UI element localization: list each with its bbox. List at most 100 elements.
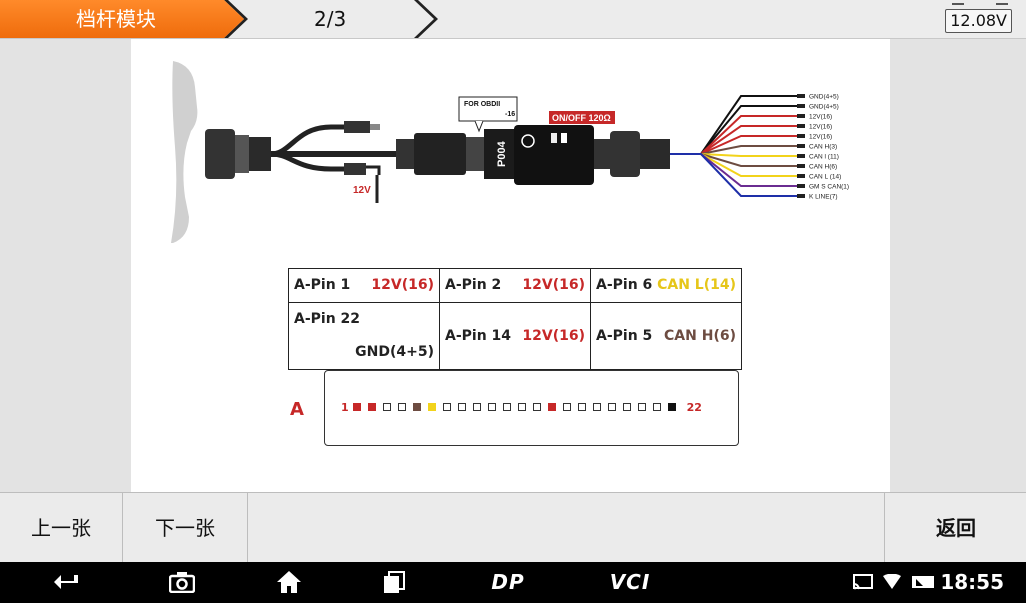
connector-letter: A xyxy=(290,399,304,420)
adapter-sublabel: -16 xyxy=(505,111,515,118)
pin-cell: A-Pin 22 GND(4+5) xyxy=(288,302,440,370)
wire-terminal-icon xyxy=(797,174,805,178)
page-indicator: 2/3 xyxy=(314,7,347,31)
connector-pin xyxy=(502,403,511,411)
connector-pin xyxy=(367,403,376,411)
home-icon[interactable] xyxy=(273,568,305,596)
recent-apps-icon[interactable] xyxy=(378,568,410,596)
battery-terminal-icon xyxy=(952,3,964,8)
wiring-diagram-page: 12V FOR OBDII -16 P004 ON/OFF 120Ω xyxy=(131,39,890,492)
tablet-edge-icon xyxy=(171,61,198,243)
pin-cell: A-Pin 1 12V(16) xyxy=(288,268,440,303)
connector-pin-row: 1 22 xyxy=(337,400,706,414)
connector-pin xyxy=(412,403,421,411)
wire-label: 12V(16) xyxy=(809,114,832,121)
back-arrow-icon[interactable] xyxy=(50,568,82,596)
connector-pin xyxy=(592,403,601,411)
connector-pin xyxy=(637,403,646,411)
connector-pin xyxy=(517,403,526,411)
connector-pinout: 1 22 xyxy=(324,370,739,446)
db-connector-icon xyxy=(235,135,249,173)
harness-wire xyxy=(670,153,797,187)
db-connector-icon xyxy=(205,129,235,179)
harness-wires xyxy=(670,94,805,198)
wire-terminal-icon xyxy=(797,134,805,138)
vci-button[interactable]: VCI xyxy=(609,570,651,594)
next-button[interactable]: 下一张 xyxy=(123,493,248,563)
connector-pin xyxy=(547,403,556,411)
pin-value: CAN L(14) xyxy=(657,277,736,293)
breadcrumb-title[interactable]: 档杆模块 xyxy=(0,0,244,38)
pin-start-number: 1 xyxy=(341,400,349,414)
pin-value: GND(4+5) xyxy=(355,344,434,360)
wire-terminal-icon xyxy=(797,184,805,188)
wire-terminal-icon xyxy=(797,104,805,108)
switch-badge xyxy=(549,111,615,124)
pin-name: A-Pin 14 xyxy=(445,327,512,344)
wire-label: K LINE(7) xyxy=(809,194,838,201)
cable-sleeve-icon xyxy=(396,139,414,169)
harness-wire xyxy=(670,153,797,197)
prev-button[interactable]: 上一张 xyxy=(0,493,123,563)
cable-diagram: 12V FOR OBDII -16 P004 ON/OFF 120Ω xyxy=(171,61,849,243)
usb-plug-icon xyxy=(344,121,370,133)
pin-slots xyxy=(352,403,683,411)
pin-name: A-Pin 22 xyxy=(294,311,361,327)
harness-wire xyxy=(670,145,797,155)
dp-button[interactable]: DP xyxy=(491,570,525,594)
clock: 18:55 xyxy=(940,570,1004,594)
connector-pin xyxy=(562,403,571,411)
wire-terminal-icon xyxy=(797,144,805,148)
pin-name: A-Pin 2 xyxy=(445,277,502,293)
wire-labels: GND(4+5) GND(4+5) 12V(16) 12V(16) 12V(16) CAN… xyxy=(809,94,849,201)
usb-cable-icon xyxy=(270,124,346,157)
wire-terminal-icon xyxy=(797,154,805,158)
pin-value: 12V(16) xyxy=(371,277,434,293)
action-bar: 上一张 下一张 返回 xyxy=(0,492,1026,563)
wire-label: CAN l (11) xyxy=(809,154,839,161)
harness-connector-icon xyxy=(610,131,640,177)
connector-pin xyxy=(652,403,661,411)
wire-label: GND(4+5) xyxy=(809,94,839,101)
wire-label: CAN H(6) xyxy=(809,164,837,171)
wifi-icon xyxy=(881,568,903,596)
obd-adapter-icon xyxy=(414,133,466,175)
wire-label: CAN H(3) xyxy=(809,144,837,151)
module-label: P004 xyxy=(496,140,508,167)
connector-pin xyxy=(472,403,481,411)
power-button-icon xyxy=(521,134,535,148)
connector-pin xyxy=(532,403,541,411)
title-bar: 档杆模块 2/3 12.08V xyxy=(0,0,1026,39)
wire-terminal-icon xyxy=(797,194,805,198)
pin-value: CAN H(6) xyxy=(664,327,736,344)
wire-label: 12V(16) xyxy=(809,134,832,141)
signal-icon xyxy=(910,568,936,596)
camera-icon[interactable] xyxy=(166,568,198,596)
wire-label: 12V(16) xyxy=(809,124,832,131)
back-button[interactable]: 返回 xyxy=(884,493,1026,563)
battery-terminal-icon xyxy=(996,3,1008,8)
connector-pin xyxy=(382,403,391,411)
db-connector-icon xyxy=(594,139,610,169)
connector-pin xyxy=(442,403,451,411)
connector-pin xyxy=(457,403,466,411)
pin-name: A-Pin 6 xyxy=(596,277,653,293)
wire-terminal-icon xyxy=(797,114,805,118)
cast-icon xyxy=(852,568,874,596)
cable-sleeve-icon xyxy=(640,139,670,169)
wire-terminal-icon xyxy=(797,124,805,128)
connector-pin xyxy=(427,403,436,411)
wire-label: GND(4+5) xyxy=(809,104,839,111)
pin-name: A-Pin 1 xyxy=(294,277,351,293)
wire-label: GM S CAN(1) xyxy=(809,184,849,191)
cable-sleeve-icon xyxy=(249,137,271,171)
connector-pin xyxy=(577,403,586,411)
connector-pin xyxy=(667,403,676,411)
